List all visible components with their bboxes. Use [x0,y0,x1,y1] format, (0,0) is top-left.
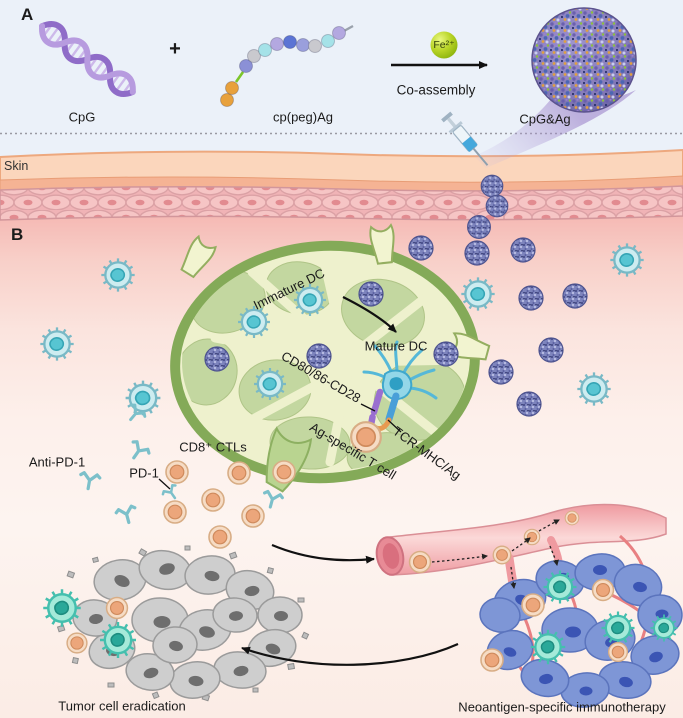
co-assembly-label: Co-assembly [396,82,476,98]
arrow-to-eradication [241,642,459,666]
syringe-icon [441,111,489,166]
mature-dc-cell [362,340,438,432]
bead-chain [220,24,354,107]
vessel-flow [408,510,580,589]
panel-a-label: A [21,5,34,24]
plus-sign: + [169,38,181,60]
neoantigen-label: Neoantigen-specific immunotherapy [458,699,666,715]
skin-layers [0,148,683,221]
cd80-rod [370,388,384,416]
fe-ion [430,31,458,59]
dna-helix [39,21,136,97]
mature-dc-label: Mature DC [364,338,428,354]
maturation-arrow [342,296,397,333]
panel-b-label: B [11,225,24,244]
pd1-label: PD-1 [129,465,159,481]
cd8-ctls-label: CD8⁺ CTLs [179,439,247,455]
cppeg-label: cp(peg)Ag [273,109,333,125]
skin-label: Skin [4,159,29,173]
nanoparticle-sphere [531,7,637,113]
tumor-gray [42,545,310,702]
cpg-label: CpG [68,109,96,125]
arrow-to-vessel [271,543,375,564]
mhc-stalk [385,392,400,423]
fe-label: Fe²⁺ [433,38,455,51]
leader-lines [158,403,402,490]
tumor-blue [479,553,683,708]
product-label: CpG&Ag [519,111,571,127]
tumor-eradication-label: Tumor cell eradication [58,698,186,714]
anti-pd1-label: Anti-PD-1 [28,454,86,470]
lymph-node [170,223,491,493]
